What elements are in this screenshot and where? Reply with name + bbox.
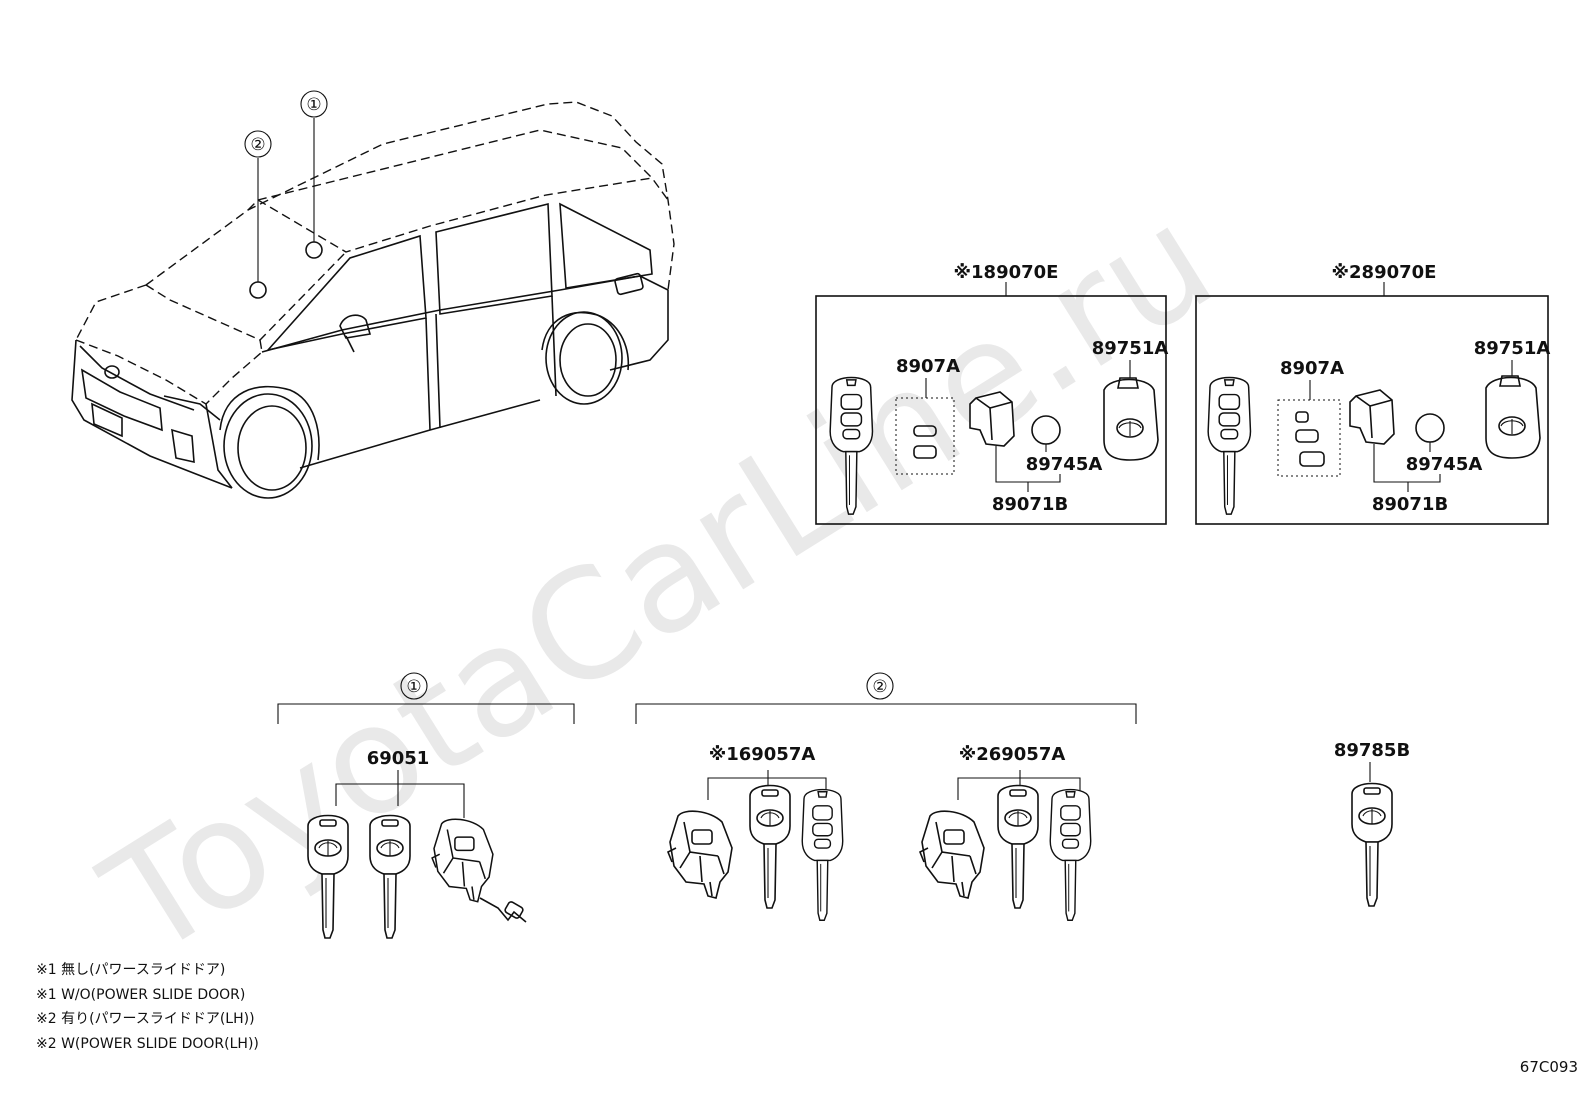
group-2-parts [667,784,1092,921]
group-1-bracket [277,672,575,818]
car-callout-1[interactable]: ① [306,95,321,115]
kit-right-89751a[interactable]: 89751A [1474,338,1551,359]
group-1-callout[interactable]: ① [406,677,421,697]
single-key [1351,762,1393,907]
kit-left-label[interactable]: ※189070E [954,262,1059,283]
kit-left-89745a[interactable]: 89745A [1026,454,1103,475]
kit-left-89071b[interactable]: 89071B [992,494,1068,515]
footnote-4: ※2 W(POWER SLIDE DOOR(LH)) [36,1035,259,1052]
kit-right-89745a[interactable]: 89745A [1406,454,1483,475]
kit-right-8907a[interactable]: 8907A [1280,358,1344,379]
part-69057a-1[interactable]: ※169057A [709,744,816,765]
footnote-2: ※1 W/O(POWER SLIDE DOOR) [36,986,246,1003]
vehicle-illustration [71,90,675,499]
kit-right-89071b[interactable]: 89071B [1372,494,1448,515]
diagram-code: 67C093 [1519,1058,1578,1076]
kit-box-left [815,282,1167,525]
kit-right-label[interactable]: ※289070E [1332,262,1437,283]
group-1-parts [307,814,527,939]
footnote-1: ※1 無し(パワースライドドア) [36,962,226,978]
footnote-3: ※2 有り(パワースライドドア(LH)) [36,1011,255,1027]
kit-left-8907a[interactable]: 8907A [896,356,960,377]
group-2-callout[interactable]: ② [872,677,887,697]
part-89785b[interactable]: 89785B [1334,740,1410,761]
kit-left-89751a[interactable]: 89751A [1092,338,1169,359]
footnotes: ※1 無し(パワースライドドア) ※1 W/O(POWER SLIDE DOOR… [36,958,259,1056]
part-69051[interactable]: 69051 [367,748,430,769]
car-callout-2[interactable]: ② [250,135,265,155]
part-69057a-2[interactable]: ※269057A [959,744,1066,765]
kit-box-right [1195,282,1549,525]
